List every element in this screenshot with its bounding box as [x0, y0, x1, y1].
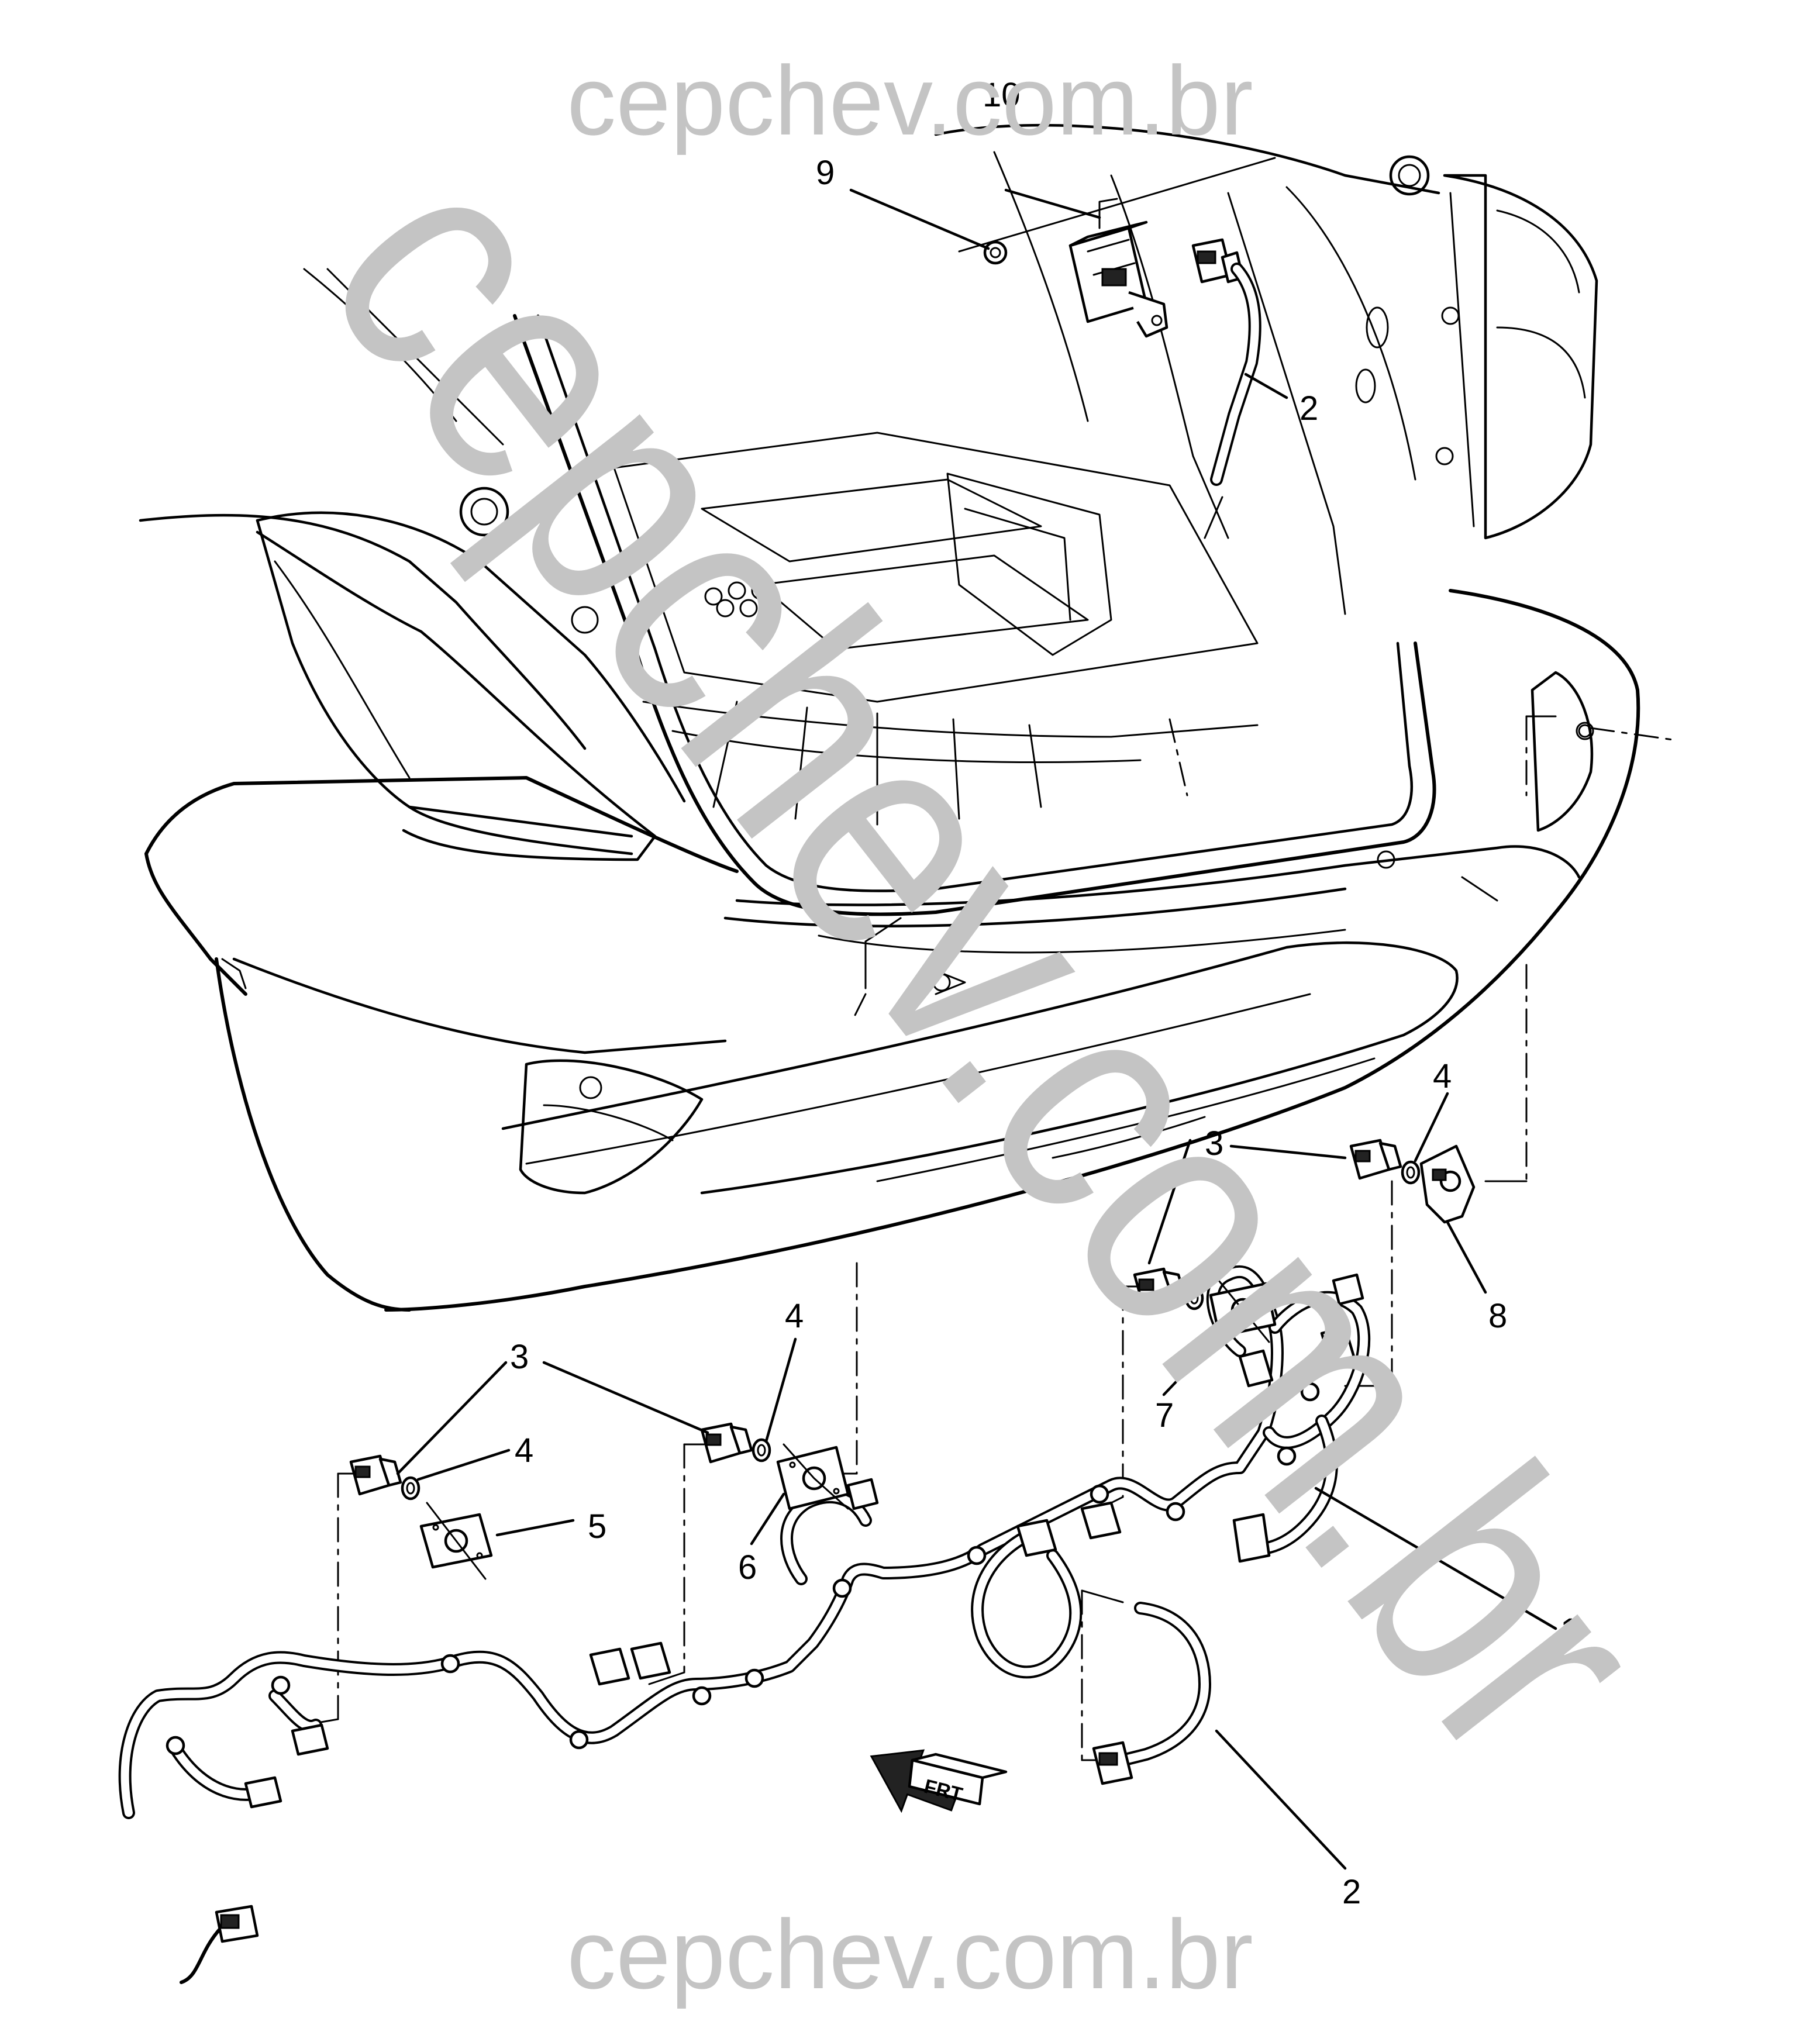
callout-2-lower: 2: [1342, 1873, 1361, 1911]
callout-6: 6: [738, 1548, 757, 1586]
callout-10: 10: [983, 76, 1021, 114]
front-direction-marker: FRT: [870, 1749, 1008, 1813]
retainer-ring-right-high: [1401, 1160, 1421, 1185]
parking-assist-module: [1068, 198, 1168, 338]
callout-4-mid: 4: [785, 1297, 804, 1335]
callout-8: 8: [1488, 1297, 1507, 1335]
watermark-top: cepchev.com.br: [567, 46, 1253, 156]
harness-connectors: [244, 1273, 1364, 1809]
callout-9: 9: [816, 154, 835, 192]
harness-2-lower: [1092, 1602, 1211, 1785]
callout-4-right-high: 4: [1433, 1057, 1452, 1095]
callout-labels: 10 9 2 1 2 3 3 4 4 4 4 5 6 7 8 3 3: [510, 76, 1579, 1911]
loose-connector: [180, 1905, 259, 1984]
sensor-right-low: [1133, 1267, 1186, 1309]
bracket-5: [419, 1502, 493, 1580]
harness-2-upper: [1204, 263, 1261, 539]
module-nut: [983, 240, 1008, 265]
callout-3-left: 3: [510, 1338, 529, 1376]
callout-4-right-low: 4: [1231, 1209, 1250, 1247]
bracket-6: [776, 1443, 850, 1510]
watermarks: cepchev.com.br cepchev.com.br cepchev.co…: [259, 46, 1719, 2009]
sensor-left: [349, 1454, 402, 1496]
floor-holes: [704, 581, 770, 618]
callout-leaders: [396, 188, 1557, 1870]
callout-1: 1: [1560, 1612, 1579, 1650]
sensor-mid: [700, 1422, 753, 1464]
retainer-ring-right-low: [1184, 1286, 1204, 1310]
callout-3-right-low: 3: [1205, 1125, 1223, 1163]
callout-4-left: 4: [515, 1432, 533, 1470]
vehicle-body-outline: [139, 123, 1598, 916]
harness-clips: [166, 1382, 1320, 1755]
rear-bumper-fascia: [144, 589, 1640, 1312]
bracket-7: [1209, 1277, 1277, 1343]
sensor-right-high: [1349, 1139, 1402, 1180]
bracket-8: [1419, 1144, 1476, 1224]
watermark-bottom: cepchev.com.br: [567, 1899, 1253, 2009]
retainer-ring-left: [401, 1476, 420, 1501]
retainer-ring-mid: [752, 1438, 771, 1462]
center-lines: [303, 157, 1674, 1761]
callout-2-upper: 2: [1299, 389, 1318, 427]
callout-5: 5: [588, 1508, 606, 1546]
harness-1-main: [118, 1265, 1371, 1819]
callout-7: 7: [1155, 1396, 1174, 1434]
